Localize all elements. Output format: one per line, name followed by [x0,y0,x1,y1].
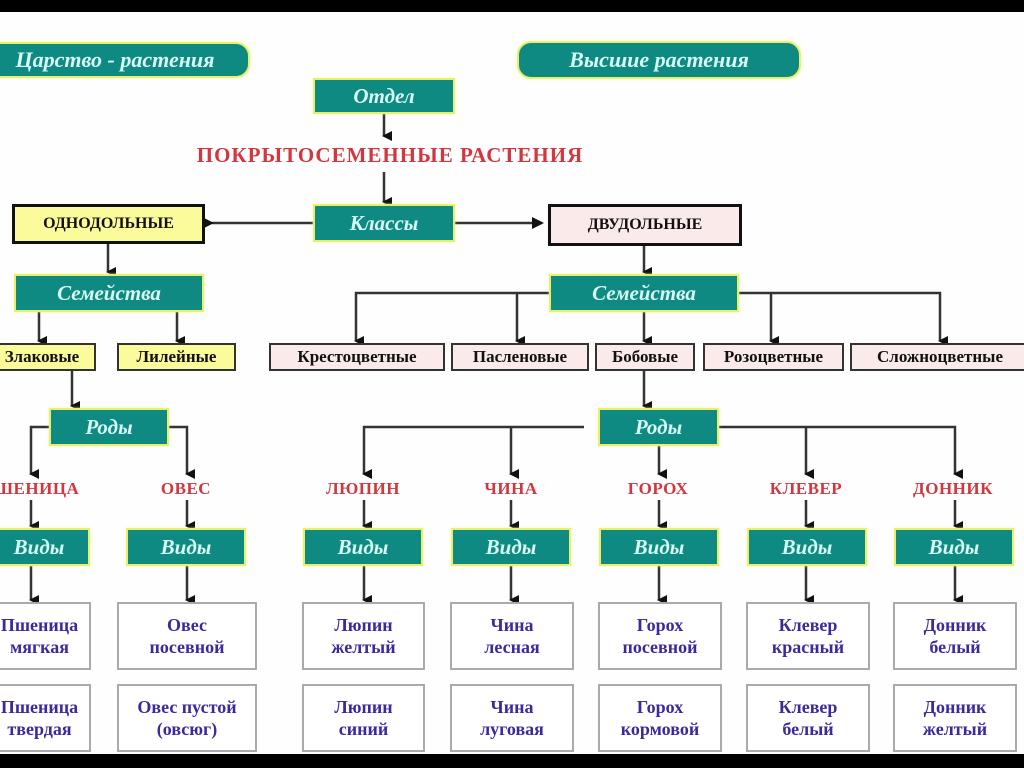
connector-arrow [739,291,948,346]
species-line: желтый [922,719,988,739]
species-line: красный [771,637,845,657]
family-box: Сложноцветные [850,343,1024,371]
species-line: посевной [622,637,698,657]
species-label-box: Виды [894,528,1014,566]
species-line: твердая [7,719,72,739]
family-box: Крестоцветные [269,343,445,371]
species-line: Донник [923,615,987,635]
family-box: Пасленовые [451,343,589,371]
species-label-box: Виды [747,528,867,566]
connector-lines [29,114,963,605]
species-line: кормовой [620,719,700,739]
monocot-families-box: Семейства [14,274,204,312]
species-line: Люпин [334,697,393,717]
genus-name: ОВЕС [160,479,212,498]
monocot-genera-box: Роды [49,408,169,446]
species-line: мягкая [9,637,69,657]
species-label-box: Виды [599,528,719,566]
species-label-box: Виды [0,528,90,566]
connector-arrow [354,291,549,346]
species-line: Донник [923,697,987,717]
connector-arrow [169,425,195,479]
species-line: Пшеница [0,697,79,717]
family-box: Бобовые [595,343,695,371]
species-line: синий [338,719,389,739]
genus-name: ПШЕНИЦА [0,479,80,498]
dicot-genera-box: Роды [598,408,719,446]
species-line: Чина [490,615,534,635]
species-line: Люпин [334,615,393,635]
classes-box: Классы [313,204,455,242]
kingdom-label: Царство - растения [0,42,250,78]
species-line: Горох [636,615,684,635]
species-line: Клевер [778,615,838,635]
subkingdom-label: Высшие растения [517,41,801,79]
genus-name: ГОРОХ [627,479,689,498]
monocots-box: ОДНОДОЛЬНЫЕ [12,204,205,244]
connector-arrow [362,425,584,479]
family-box: Злаковые [0,343,96,371]
dicot-families-box: Семейства [549,274,739,312]
species-line: белый [929,637,981,657]
species-line: Чина [490,697,534,717]
species-box: Овес пустой(овсюг) [117,684,257,752]
genus-name: ЧИНА [484,479,538,498]
species-label-box: Виды [303,528,423,566]
dicots-box: ДВУДОЛЬНЫЕ [548,204,742,246]
family-box: Лилейные [117,343,236,371]
species-line: белый [782,719,834,739]
species-line: Овес [167,615,207,635]
species-label-box: Виды [126,528,246,566]
species-line: лесная [484,637,540,657]
genus-name: ДОННИК [913,479,993,498]
family-box: Розоцветные [703,343,844,371]
genus-name: КЛЕВЕР [769,479,843,498]
species-line: Клевер [778,697,838,717]
species-label-box: Виды [451,528,571,566]
connector-arrow [719,425,963,479]
species-line: (овсюг) [156,719,218,739]
species-line: Горох [636,697,684,717]
taxonomy-diagram: Царство - растения Высшие растения Отдел… [0,12,1024,754]
species-line: Овес пустой [137,697,237,717]
species-line: посевной [149,637,225,657]
connector-arrow [29,425,49,479]
species-line: Пшеница [0,615,79,635]
division-name: ПОКРЫТОСЕМЕННЫЕ РАСТЕНИЯ [196,142,584,167]
division-box: Отдел [313,78,455,114]
species-line: луговая [480,719,544,739]
genus-name: ЛЮПИН [326,479,400,498]
species-line: желтый [331,637,396,657]
